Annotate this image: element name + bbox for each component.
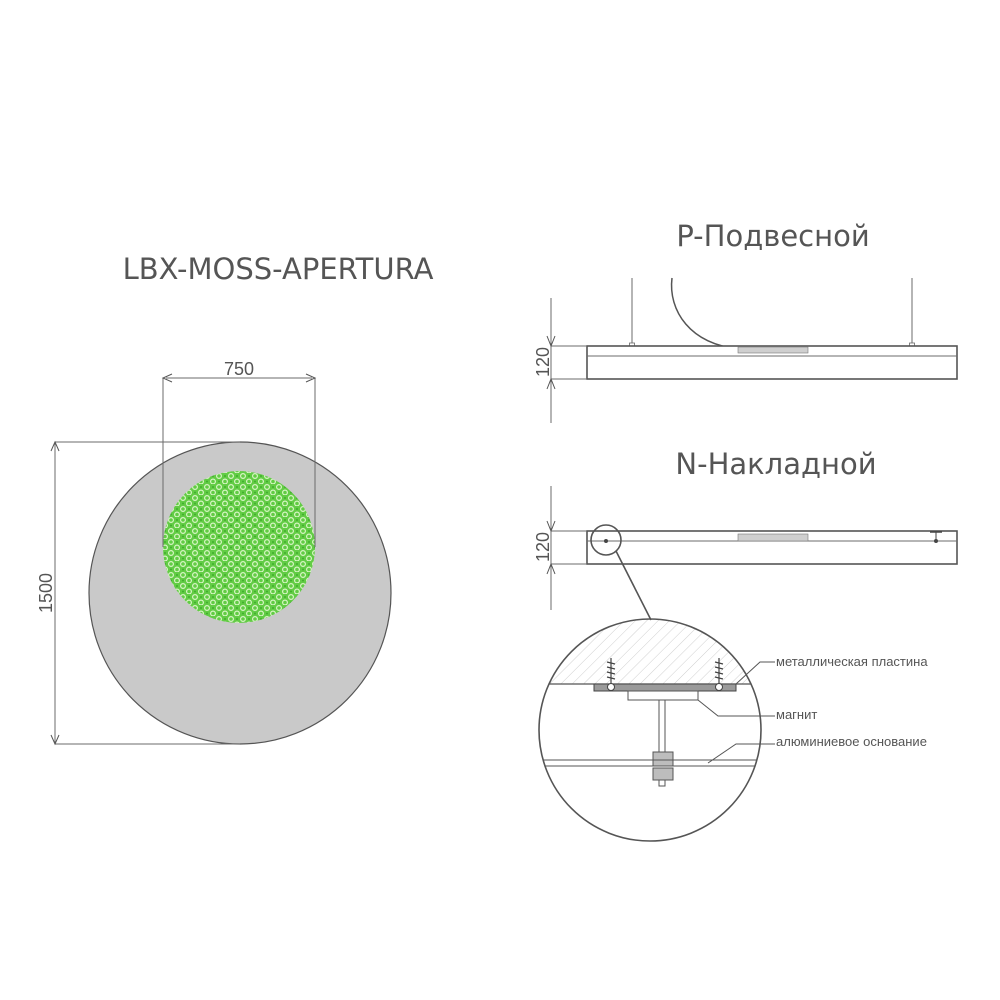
mounting-detail (538, 618, 775, 842)
magnet-label: магнит (776, 707, 817, 722)
metal-plate-label: металлическая пластина (776, 654, 928, 669)
moss-aperture (163, 471, 315, 623)
p-height-label: 120 (533, 347, 553, 377)
variant-n-title: N-Накладной (675, 447, 876, 481)
height-dimension: 1500 (36, 440, 240, 746)
n-height-dimension: 120 (533, 486, 587, 610)
variant-p-title: P-Подвесной (676, 219, 869, 253)
height-label: 1500 (36, 573, 56, 613)
p-height-dimension: 120 (533, 298, 587, 423)
product-title: LBX-MOSS-APERTURA (123, 252, 434, 286)
width-label: 750 (224, 359, 254, 379)
surface-profile (586, 524, 958, 621)
suspended-profile (586, 277, 958, 380)
aluminum-base-label: алюминиевое основание (776, 734, 927, 749)
n-height-label: 120 (533, 532, 553, 562)
width-dimension: 750 (161, 359, 317, 547)
